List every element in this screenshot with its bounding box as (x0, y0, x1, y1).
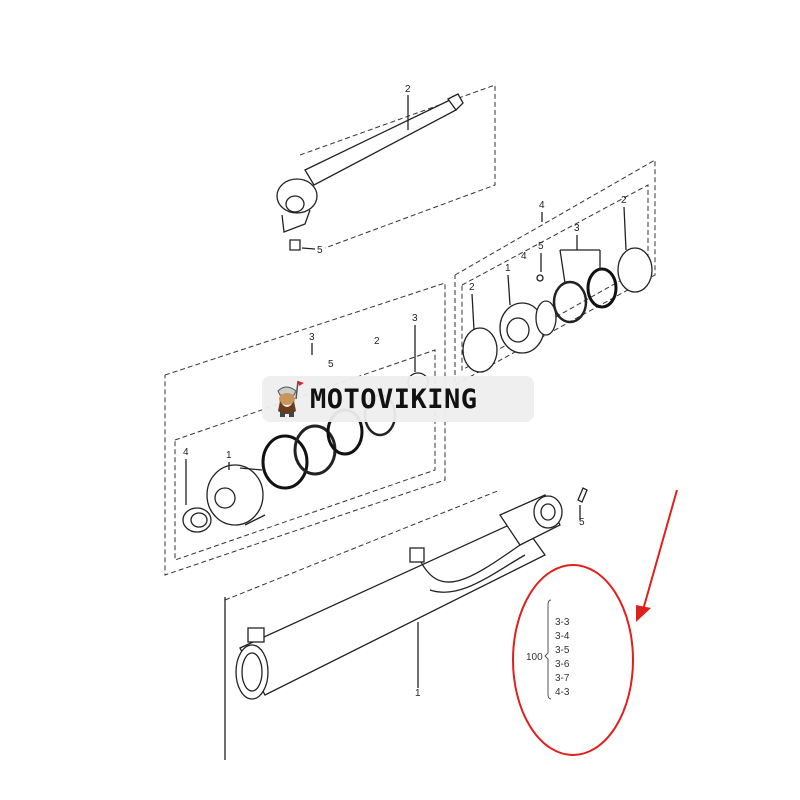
callout-right-ring-inner: 2 (469, 282, 475, 293)
callout-right-screw: 5 (538, 241, 544, 252)
callout-left-wiper: 4 (183, 447, 189, 458)
legend-item: 3-7 (555, 673, 570, 684)
callout-left-ring-b: 2 (374, 336, 380, 347)
viking-mascot-icon (272, 379, 306, 419)
legend-item: 4-3 (555, 687, 570, 698)
callout-right-nut-ref: 4 (521, 251, 527, 262)
callout-tube-grease: 5 (579, 517, 585, 528)
callout-left-kit: 3 (309, 332, 315, 343)
callout-right-kit: 4 (539, 200, 545, 211)
callout-right-piston: 1 (505, 263, 511, 274)
legend-group: 100 (526, 652, 543, 663)
cylinder-tube: 5 1 (224, 487, 588, 760)
watermark-text: MOTOVIKING (310, 383, 478, 415)
callout-left-ring-a: 3 (412, 313, 418, 324)
legend-item: 3-6 (555, 659, 570, 670)
legend-item: 3-4 (555, 631, 570, 642)
arrowhead-icon (636, 605, 651, 622)
right-seal-kit: 4 2 1 4 5 3 2 (454, 159, 656, 386)
legend-item: 3-3 (555, 617, 570, 628)
callout-left-oring: 5 (328, 359, 334, 370)
highlight-arrow (642, 489, 678, 611)
callout-left-gland: 1 (226, 450, 232, 461)
callout-right-ring-outer: 2 (621, 195, 627, 206)
left-seal-kit: 3 4 1 5 2 3 (164, 282, 446, 576)
callout-tube: 1 (415, 688, 421, 699)
highlight-circle (512, 564, 634, 756)
legend-item: 3-5 (555, 645, 570, 656)
part-number-legend: 100 3-3 3-4 3-5 3-6 3-7 4-3 (512, 489, 678, 756)
callout-right-seal-group: 3 (574, 223, 580, 234)
callout-rod-bolt: 5 (317, 245, 323, 256)
watermark-logo: MOTOVIKING (262, 376, 534, 422)
callout-rod: 2 (405, 84, 411, 95)
piston-rod: 2 5 (276, 84, 496, 256)
